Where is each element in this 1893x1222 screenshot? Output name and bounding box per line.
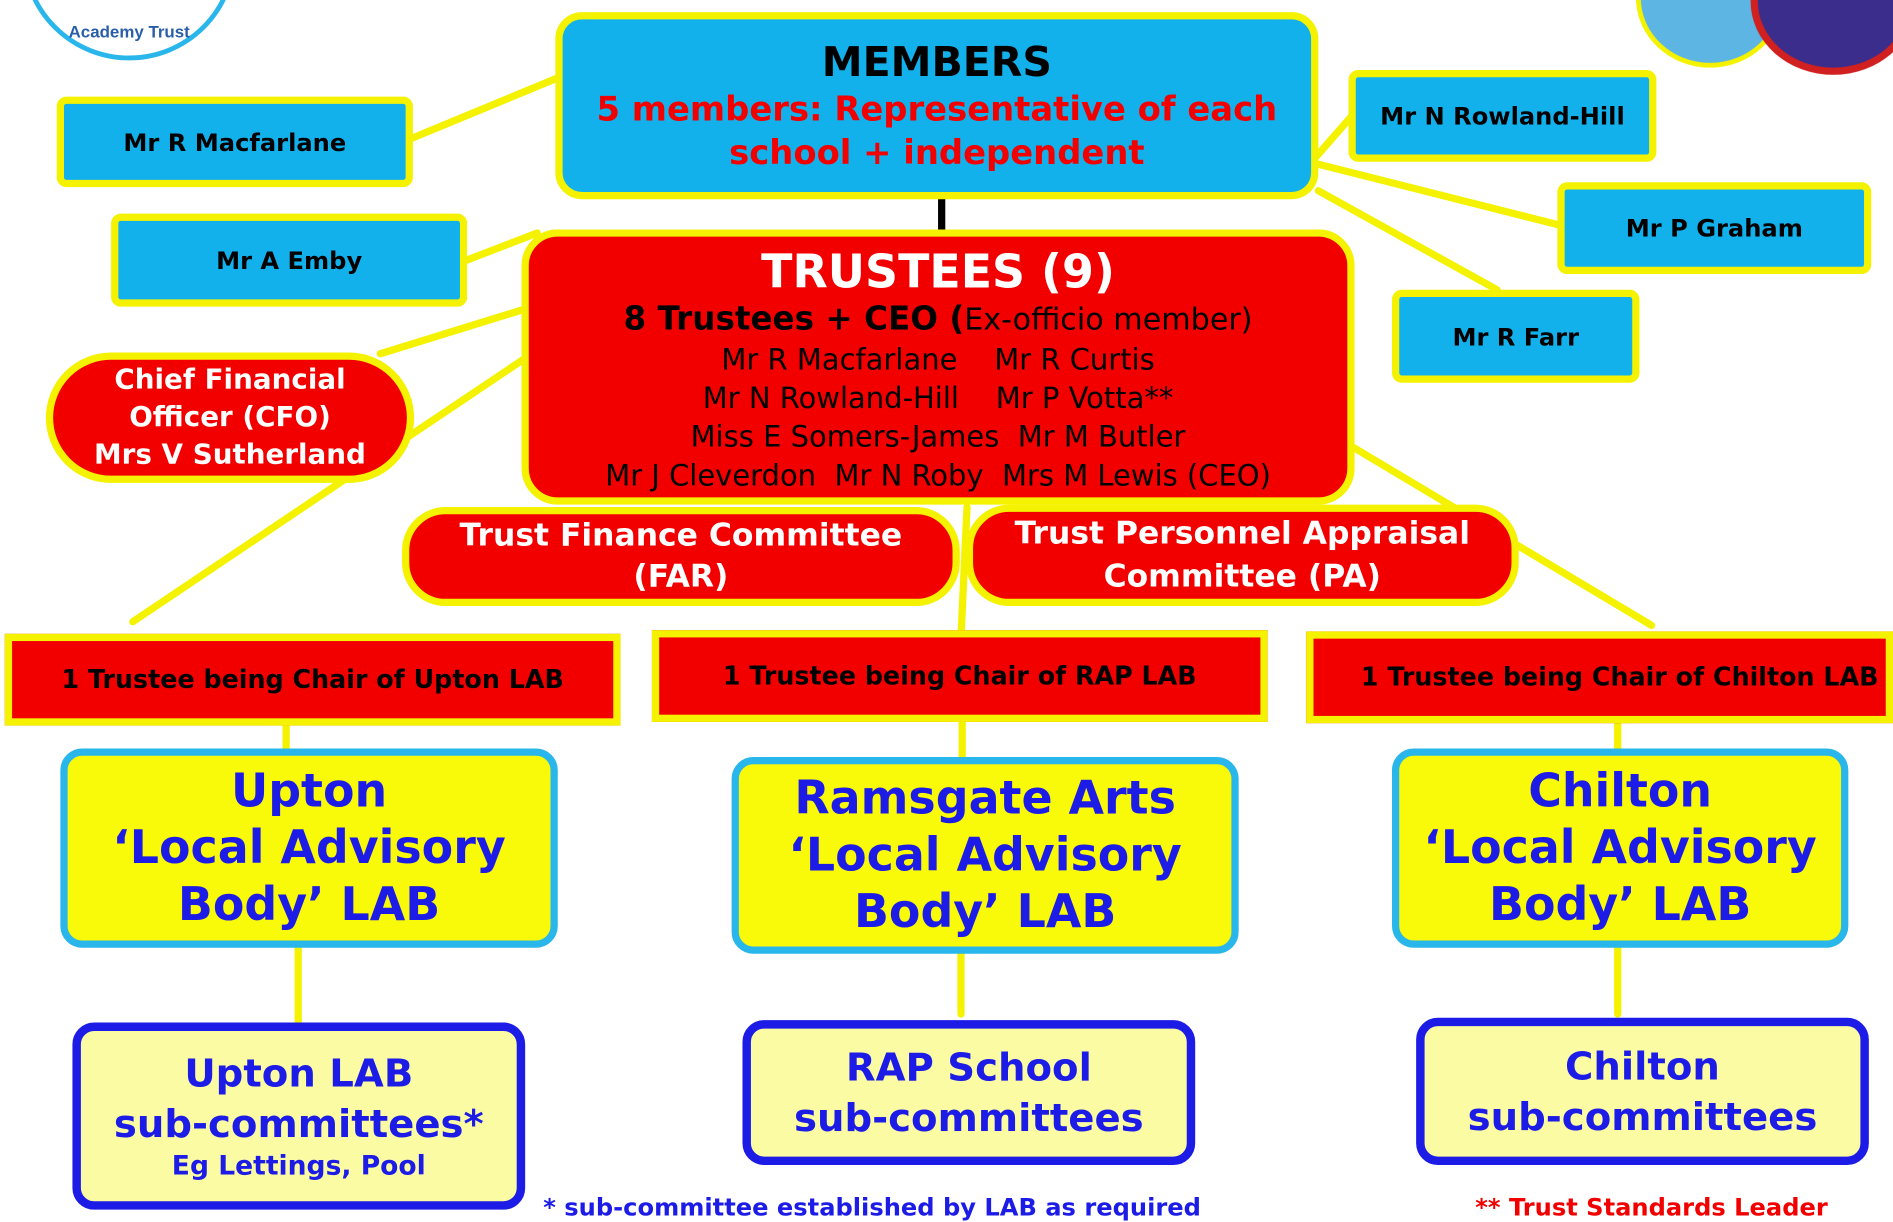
chair-upton: 1 Trustee being Chair of Upton LAB <box>4 633 621 726</box>
member-macfarlane: Mr R Macfarlane <box>56 96 413 188</box>
finance-committee-line-2: (FAR) <box>633 558 729 596</box>
finance-committee-line-1: Trust Finance Committee <box>459 517 903 555</box>
sub-chilton-line-1: Chilton <box>1565 1043 1720 1089</box>
subcommittees-upton: Upton LAB sub-committees* Eg Lettings, P… <box>72 1022 526 1210</box>
lab-chilton-line-1: Chilton <box>1528 764 1713 818</box>
lab-ramsgate-line-2: ‘Local Advisory <box>788 828 1182 882</box>
footnote-standards-leader: ** Trust Standards Leader <box>1475 1192 1828 1222</box>
trust-logo-caption: Academy Trust <box>68 21 190 42</box>
lab-chilton-line-3: Body’ LAB <box>1488 877 1752 931</box>
trustees-title: TRUSTEES (9) <box>761 245 1115 299</box>
member-rowland-hill: Mr N Rowland-Hill <box>1348 70 1657 162</box>
lab-ramsgate-arts: Ramsgate Arts ‘Local Advisory Body’ LAB <box>731 756 1239 954</box>
members-title: MEMBERS <box>821 38 1052 87</box>
chair-rap: 1 Trustee being Chair of RAP LAB <box>651 630 1268 722</box>
trustees-summary: 8 Trustees + CEO (Ex-officio member) <box>623 299 1252 340</box>
lab-chilton: Chilton ‘Local Advisory Body’ LAB <box>1391 748 1849 948</box>
lab-ramsgate-line-1: Ramsgate Arts <box>794 771 1176 825</box>
personnel-committee: Trust Personnel Appraisal Committee (PA) <box>965 504 1519 607</box>
lab-upton-line-1: Upton <box>230 764 388 818</box>
subcommittees-rap: RAP School sub-committees <box>742 1020 1196 1166</box>
cfo-box: Chief Financial Officer (CFO) Mrs V Suth… <box>45 352 415 483</box>
cfo-line-1: Chief Financial <box>114 363 346 396</box>
trustee-names-line-4: Mr J Cleverdon Mr N Roby Mrs M Lewis (CE… <box>605 458 1271 493</box>
sub-rap-line-2: sub-committees <box>793 1094 1144 1141</box>
member-farr: Mr R Farr <box>1391 289 1640 383</box>
sub-upton-line-3: Eg Lettings, Pool <box>171 1151 426 1182</box>
personnel-committee-line-1: Trust Personnel Appraisal <box>1014 515 1470 552</box>
sub-chilton-line-2: sub-committees <box>1467 1093 1818 1140</box>
personnel-committee-line-2: Committee (PA) <box>1103 558 1381 596</box>
member-emby: Mr A Emby <box>111 213 468 307</box>
members-box: MEMBERS 5 members: Representative of eac… <box>555 12 1319 200</box>
lab-upton: Upton ‘Local Advisory Body’ LAB <box>60 748 558 948</box>
trustees-summary-bold: 8 Trustees + CEO ( <box>623 300 965 339</box>
members-subtitle-2: school + independent <box>729 132 1145 173</box>
sub-upton-line-1: Upton LAB <box>184 1049 414 1096</box>
sub-rap-line-1: RAP School <box>845 1044 1092 1091</box>
cfo-line-3: Mrs V Sutherland <box>94 438 366 471</box>
finance-committee: Trust Finance Committee (FAR) <box>402 507 960 607</box>
footnote-subcommittee: * sub-committee established by LAB as re… <box>543 1192 1201 1222</box>
member-graham: Mr P Graham <box>1557 182 1872 275</box>
members-subtitle-1: 5 members: Representative of each <box>596 88 1278 129</box>
lab-ramsgate-line-3: Body’ LAB <box>853 884 1117 939</box>
trustees-box: TRUSTEES (9) 8 Trustees + CEO (Ex-offici… <box>521 229 1355 505</box>
lab-upton-line-2: ‘Local Advisory <box>112 820 506 875</box>
trustee-names-line-1: Mr R Macfarlane Mr R Curtis <box>721 342 1155 377</box>
trustees-summary-rest: Ex-officio member) <box>964 301 1253 337</box>
chair-chilton: 1 Trustee being Chair of Chilton LAB <box>1306 631 1893 724</box>
subcommittees-chilton: Chilton sub-committees <box>1416 1017 1869 1166</box>
cfo-line-2: Officer (CFO) <box>129 401 331 433</box>
sub-upton-line-2: sub-committees* <box>113 1100 484 1147</box>
trustee-names-line-3: Miss E Somers-James Mr M Butler <box>690 420 1186 454</box>
trustee-names-line-2: Mr N Rowland-Hill Mr P Votta** <box>702 381 1174 416</box>
lab-chilton-line-2: ‘Local Advisory <box>1423 820 1817 875</box>
lab-upton-line-3: Body’ LAB <box>177 877 441 931</box>
